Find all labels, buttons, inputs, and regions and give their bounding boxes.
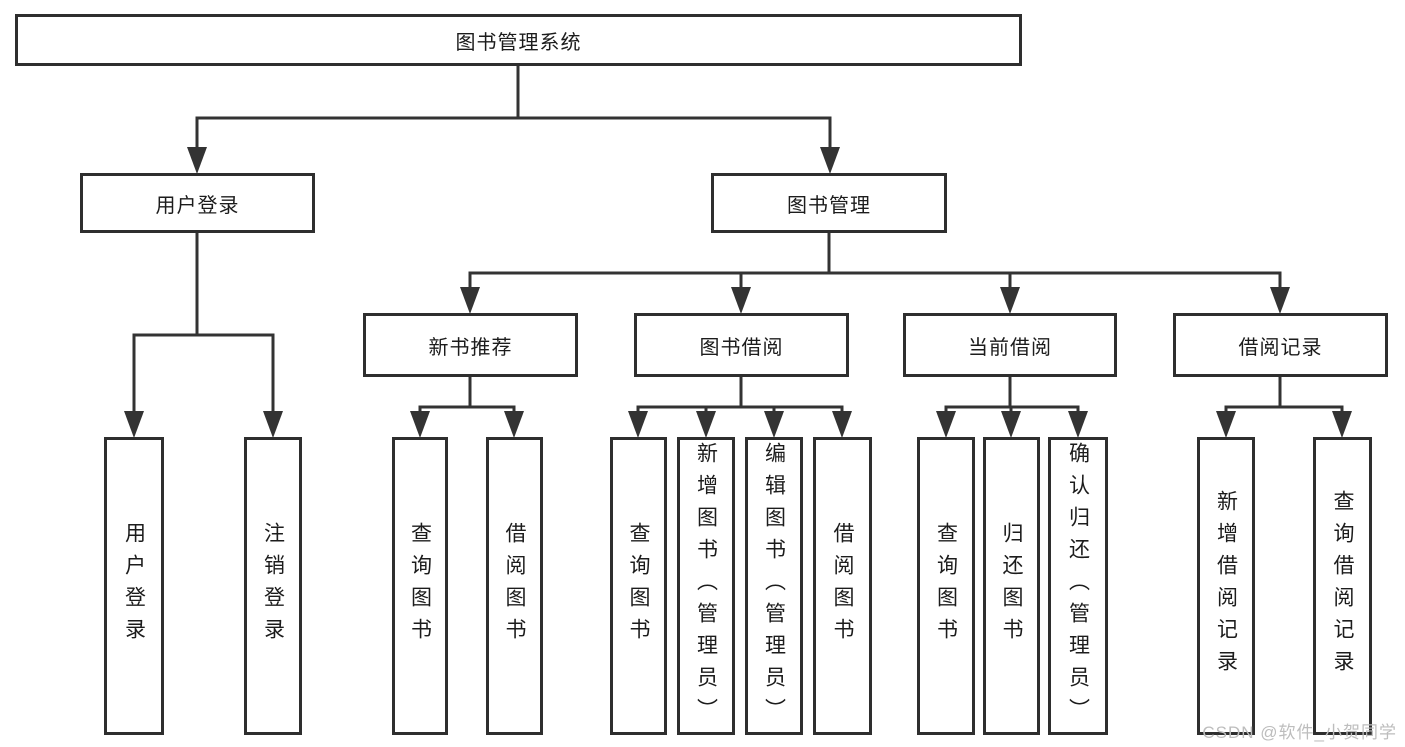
leaf-add-borrow-record: 新增借阅记录: [1197, 437, 1255, 735]
arrowhead: [820, 147, 840, 174]
node-book-borrow: 图书借阅: [634, 313, 849, 377]
arrowhead: [1270, 287, 1290, 314]
arrowhead: [696, 411, 716, 438]
leaf-user-login: 用户登录: [104, 437, 164, 735]
arrowhead: [410, 411, 430, 438]
arrowhead: [832, 411, 852, 438]
arrowhead: [731, 287, 751, 314]
arrowhead: [1001, 411, 1021, 438]
arrowhead: [1068, 411, 1088, 438]
leaf-query-books-current: 查询图书: [917, 437, 975, 735]
leaf-confirm-return-admin: 确认归还（管理员）: [1048, 437, 1108, 735]
leaf-borrow-books: 借阅图书: [813, 437, 872, 735]
node-library-management-system: 图书管理系统: [15, 14, 1022, 66]
leaf-query-books-borrow: 查询图书: [610, 437, 667, 735]
csdn-watermark: CSDN @软件_小贺同学: [1202, 723, 1397, 742]
leaf-query-borrow-record: 查询借阅记录: [1313, 437, 1372, 735]
arrowhead: [460, 287, 480, 314]
leaf-edit-books-admin: 编辑图书（管理员）: [745, 437, 803, 735]
arrowhead: [936, 411, 956, 438]
leaf-borrow-books-recommend: 借阅图书: [486, 437, 543, 735]
arrowhead: [263, 411, 283, 438]
arrowhead: [504, 411, 524, 438]
arrowhead: [187, 147, 207, 174]
node-book-management: 图书管理: [711, 173, 947, 233]
arrowheads: [124, 147, 1352, 438]
arrowhead: [764, 411, 784, 438]
arrowhead: [1000, 287, 1020, 314]
node-current-borrow: 当前借阅: [903, 313, 1117, 377]
leaf-logout: 注销登录: [244, 437, 302, 735]
arrowhead: [124, 411, 144, 438]
leaf-add-books-admin: 新增图书（管理员）: [677, 437, 735, 735]
arrowhead: [628, 411, 648, 438]
node-borrow-record: 借阅记录: [1173, 313, 1388, 377]
leaf-return-books: 归还图书: [983, 437, 1040, 735]
arrowhead: [1332, 411, 1352, 438]
arrowhead: [1216, 411, 1236, 438]
node-new-book-recommend: 新书推荐: [363, 313, 578, 377]
leaf-query-books-recommend: 查询图书: [392, 437, 448, 735]
node-user-login: 用户登录: [80, 173, 315, 233]
